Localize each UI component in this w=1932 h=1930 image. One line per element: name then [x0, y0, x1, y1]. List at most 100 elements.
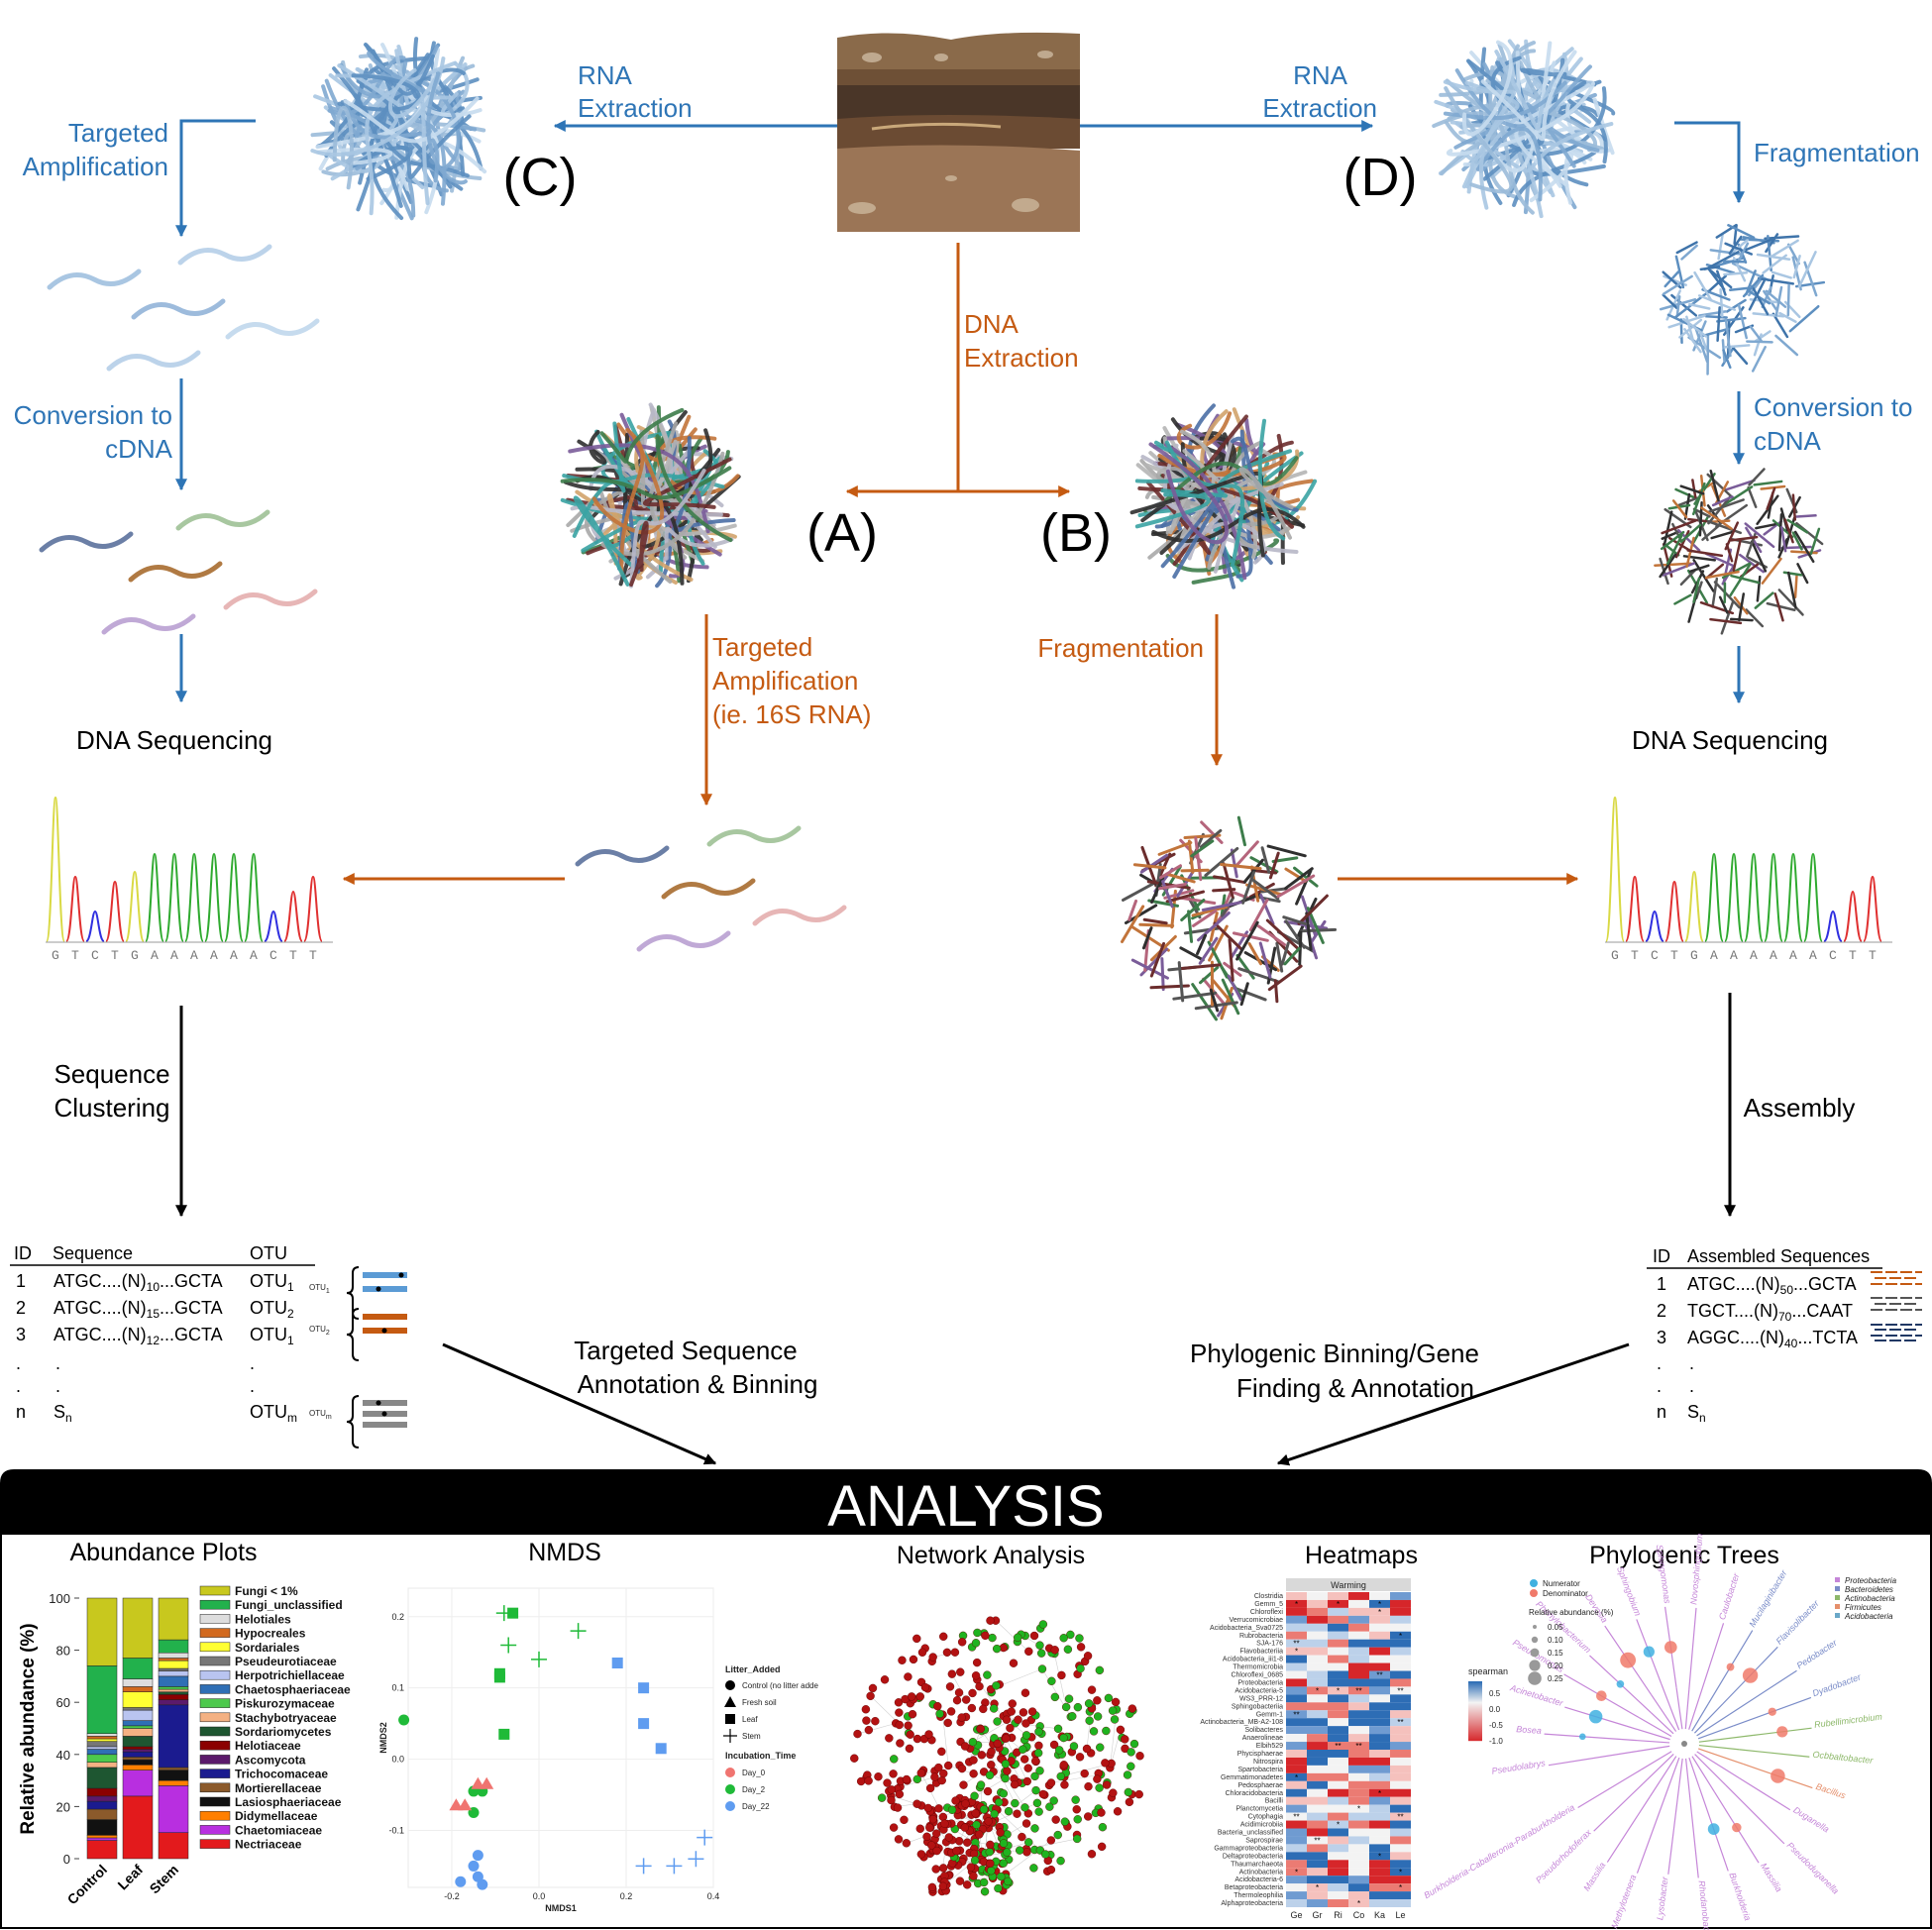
rna-extraction-left-label-1: RNA: [578, 60, 633, 90]
bar-segment: [86, 1808, 118, 1820]
bar-legend-swatch: [199, 1796, 231, 1807]
network-node: [1024, 1647, 1033, 1657]
chromatogram-base: A: [230, 948, 238, 963]
network-node: [917, 1648, 927, 1657]
heatmap-col-label: Ge: [1290, 1910, 1302, 1920]
heatmap-cell: [1286, 1678, 1307, 1687]
heatmap-row-label: Acidobacteria_iii1-8: [1223, 1657, 1283, 1663]
heatmap-cell: [1369, 1804, 1390, 1813]
network-node: [986, 1840, 995, 1850]
heatmap-cell: [1348, 1607, 1369, 1616]
network-node: [999, 1859, 1008, 1868]
assembly-last-seq: Sn: [1687, 1402, 1706, 1425]
nmds-ytick: 0.1: [391, 1683, 404, 1693]
conversion-right-label-2: cDNA: [1754, 426, 1822, 456]
fragmentation-right-label: Fragmentation: [1754, 138, 1920, 167]
network-node: [960, 1823, 970, 1832]
bar-ytick: 40: [56, 1748, 70, 1763]
panel-title-abundance: Abundance Plots: [69, 1539, 257, 1566]
conversion-left-label-1: Conversion to: [14, 400, 172, 430]
sequence-clustering-label-1: Sequence: [54, 1059, 169, 1089]
heatmap-cell: [1369, 1788, 1390, 1797]
bar-segment: [158, 1688, 189, 1692]
nmds-xlabel: NMDS1: [545, 1903, 577, 1913]
heatmap-cell: [1390, 1828, 1411, 1837]
network-node: [1121, 1735, 1129, 1744]
heatmap-cell: [1307, 1836, 1328, 1845]
heatmap-cell: [1348, 1734, 1369, 1743]
heatmap-row-label: Thermomicrobia: [1233, 1664, 1283, 1671]
heatmap-cell: [1369, 1639, 1390, 1648]
tree-node-circle: [1664, 1641, 1677, 1654]
tree-leaf-label: Dyadobacter: [1811, 1671, 1863, 1698]
rna-tangle-left: [310, 37, 487, 221]
heatmap-col-label: Ka: [1374, 1910, 1385, 1920]
heatmap-cell: [1348, 1623, 1369, 1632]
bar-legend-swatch: [199, 1839, 231, 1849]
heatmap-cell: [1348, 1796, 1369, 1805]
network-node: [986, 1859, 995, 1868]
network-node: [1098, 1823, 1108, 1832]
network-node: [1111, 1697, 1121, 1707]
network-node: [1033, 1749, 1043, 1758]
network-node: [868, 1683, 878, 1693]
network-node: [1036, 1649, 1046, 1658]
assembly-row-id: 2: [1657, 1301, 1666, 1321]
heatmap-cell: [1328, 1607, 1348, 1616]
network-node: [864, 1725, 874, 1735]
heatmap-cell: [1390, 1812, 1411, 1821]
bar-segment: [86, 1665, 118, 1735]
assembly-row-seq: AGGC....(N)40...TCTA: [1687, 1328, 1858, 1350]
network-node: [1050, 1692, 1060, 1702]
tree-node-circle: [1732, 1822, 1742, 1833]
orange-arrows: [342, 243, 1579, 885]
heatmap-cell: [1307, 1876, 1328, 1884]
network-node: [1056, 1771, 1065, 1781]
bar-segment: [86, 1840, 118, 1860]
bar-segment: [86, 1767, 118, 1789]
heatmap-row-label: Verrucomicrobiae: [1230, 1617, 1284, 1624]
network-node: [952, 1846, 961, 1856]
network-node: [1059, 1634, 1068, 1643]
targeted-amplification-a-label-1: Targeted: [712, 632, 812, 662]
network-node: [1059, 1761, 1069, 1769]
network-node: [957, 1638, 967, 1647]
network-node: [1021, 1731, 1031, 1740]
heatmap-row-label: Flavobacteriia: [1239, 1649, 1283, 1656]
heatmap-cell: [1348, 1718, 1369, 1727]
network-node: [1096, 1743, 1105, 1752]
heatmap-cell: [1369, 1820, 1390, 1829]
tree-legend-phylum: Firmicutes: [1845, 1603, 1881, 1612]
network-node: [1040, 1850, 1050, 1859]
heatmap-row-label: Proteobacteria: [1237, 1679, 1283, 1686]
heatmap-cell: [1328, 1780, 1348, 1789]
heatmap-cell: [1390, 1592, 1411, 1600]
network-node: [975, 1830, 984, 1839]
heatmap-row-label: Actinobacteria_MB-A2-108: [1200, 1719, 1283, 1726]
heatmap-cell: [1286, 1694, 1307, 1703]
network-node: [1095, 1665, 1105, 1675]
heatmap-cell: [1328, 1852, 1348, 1861]
network-node: [970, 1791, 979, 1800]
heatmap-cell: [1348, 1899, 1369, 1907]
heatmap-cell: [1390, 1836, 1411, 1845]
heatmap-cell: [1286, 1780, 1307, 1789]
network-node: [1029, 1864, 1038, 1873]
svg-text:.: .: [1657, 1376, 1662, 1396]
heatmap-cell: [1369, 1623, 1390, 1632]
heatmap-cell: [1348, 1742, 1369, 1750]
network-node: [916, 1850, 926, 1859]
network-node: [1085, 1716, 1094, 1725]
heatmap-chart: WarmingClostridiaGemm_5***Chloroflexi*Ve…: [1200, 1578, 1508, 1920]
network-node: [1113, 1807, 1123, 1816]
nmds-point: [398, 1714, 410, 1726]
bar-segment: [86, 1597, 118, 1666]
network-node: [1023, 1764, 1032, 1772]
network-node: [969, 1756, 978, 1765]
network-node: [1093, 1696, 1102, 1705]
heatmap-cell: [1369, 1899, 1390, 1907]
network-node: [986, 1616, 995, 1625]
otu-header-otu: OTU: [250, 1243, 287, 1263]
heatmap-cell: [1307, 1623, 1328, 1632]
network-node: [889, 1823, 899, 1832]
